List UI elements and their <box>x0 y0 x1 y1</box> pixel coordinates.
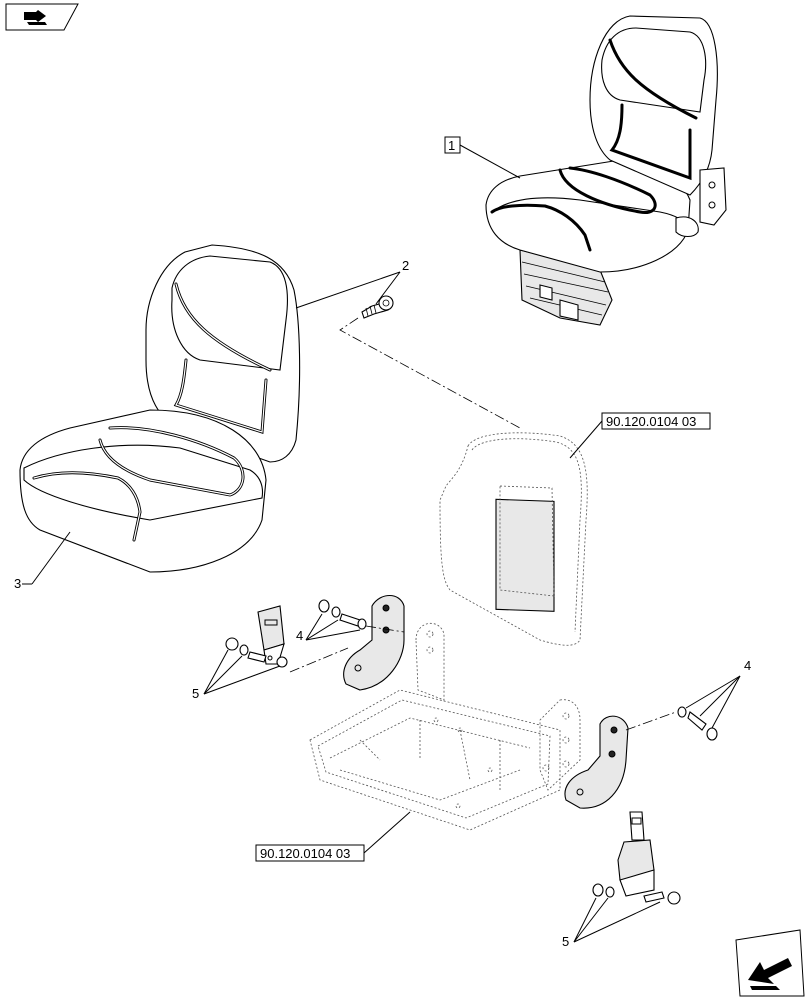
callout-3: 3 <box>14 531 71 591</box>
screw-and-bushing <box>361 295 394 319</box>
assembly-line-screw <box>339 317 521 429</box>
backrest-plate <box>439 432 588 646</box>
screw-set-upper-left <box>318 599 367 630</box>
callout-4-left-label: 4 <box>296 628 303 643</box>
callout-4-left: 4 <box>296 613 361 643</box>
callout-5-right-label: 5 <box>562 934 569 949</box>
ref-frame-label: 90.120.0104 03 <box>260 846 350 861</box>
screw-set-right <box>677 706 718 741</box>
callout-1: 1 <box>444 136 521 179</box>
callout-3-label: 3 <box>14 576 21 591</box>
screw-set-left <box>225 637 288 668</box>
callout-4-right-label: 4 <box>744 658 751 673</box>
complete-seat-assembly <box>485 15 727 326</box>
callout-5-left-label: 5 <box>192 686 199 701</box>
callout-5-left: 5 <box>192 649 281 701</box>
book-arrow-icon <box>5 3 79 31</box>
callout-2: 2 <box>295 258 409 309</box>
assembly-line-right-bracket <box>625 711 677 731</box>
seatbelt-retractor <box>617 811 655 897</box>
seat-cover-set <box>19 244 301 573</box>
callout-5-right: 5 <box>562 897 661 949</box>
left-side-bracket <box>343 594 405 691</box>
right-side-bracket <box>564 715 629 809</box>
screw-set-bottom-right <box>592 883 681 905</box>
next-page-arrow-icon[interactable] <box>735 929 805 997</box>
callout-2-label: 2 <box>402 258 409 273</box>
callout-1-label: 1 <box>448 138 455 153</box>
ref-frame: 90.120.0104 03 <box>255 811 411 862</box>
ref-backrest-label: 90.120.0104 03 <box>606 414 696 429</box>
callout-4-right: 4 <box>685 658 751 729</box>
assembly-line-left-bracket <box>289 625 405 673</box>
seat-frame <box>309 623 581 831</box>
ref-backrest: 90.120.0104 03 <box>569 412 711 459</box>
